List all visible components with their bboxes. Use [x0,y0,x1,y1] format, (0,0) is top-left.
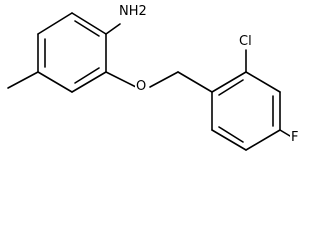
bond [37,12,73,35]
bond [37,71,73,93]
double-bond-inner [218,126,244,143]
amine-label: NH2 [118,4,148,19]
bond [149,71,179,88]
bond [211,71,247,93]
bond [177,71,213,93]
bond [71,71,107,93]
oxygen-label: O [135,79,148,94]
double-bond-inner [74,67,100,84]
bond [7,71,39,89]
bond [211,129,247,151]
molecule-structure: NH2 O Cl F [7,4,300,151]
bond-skeleton [7,12,291,151]
bond [245,71,281,93]
fluorine-label: F [290,130,300,145]
double-bond-inner [74,20,100,37]
bond [71,12,107,35]
double-bond-inner [218,79,244,96]
bond [245,129,281,151]
chlorine-label: Cl [238,34,253,49]
bond [279,129,291,137]
bond [105,71,137,88]
bond [105,23,121,35]
